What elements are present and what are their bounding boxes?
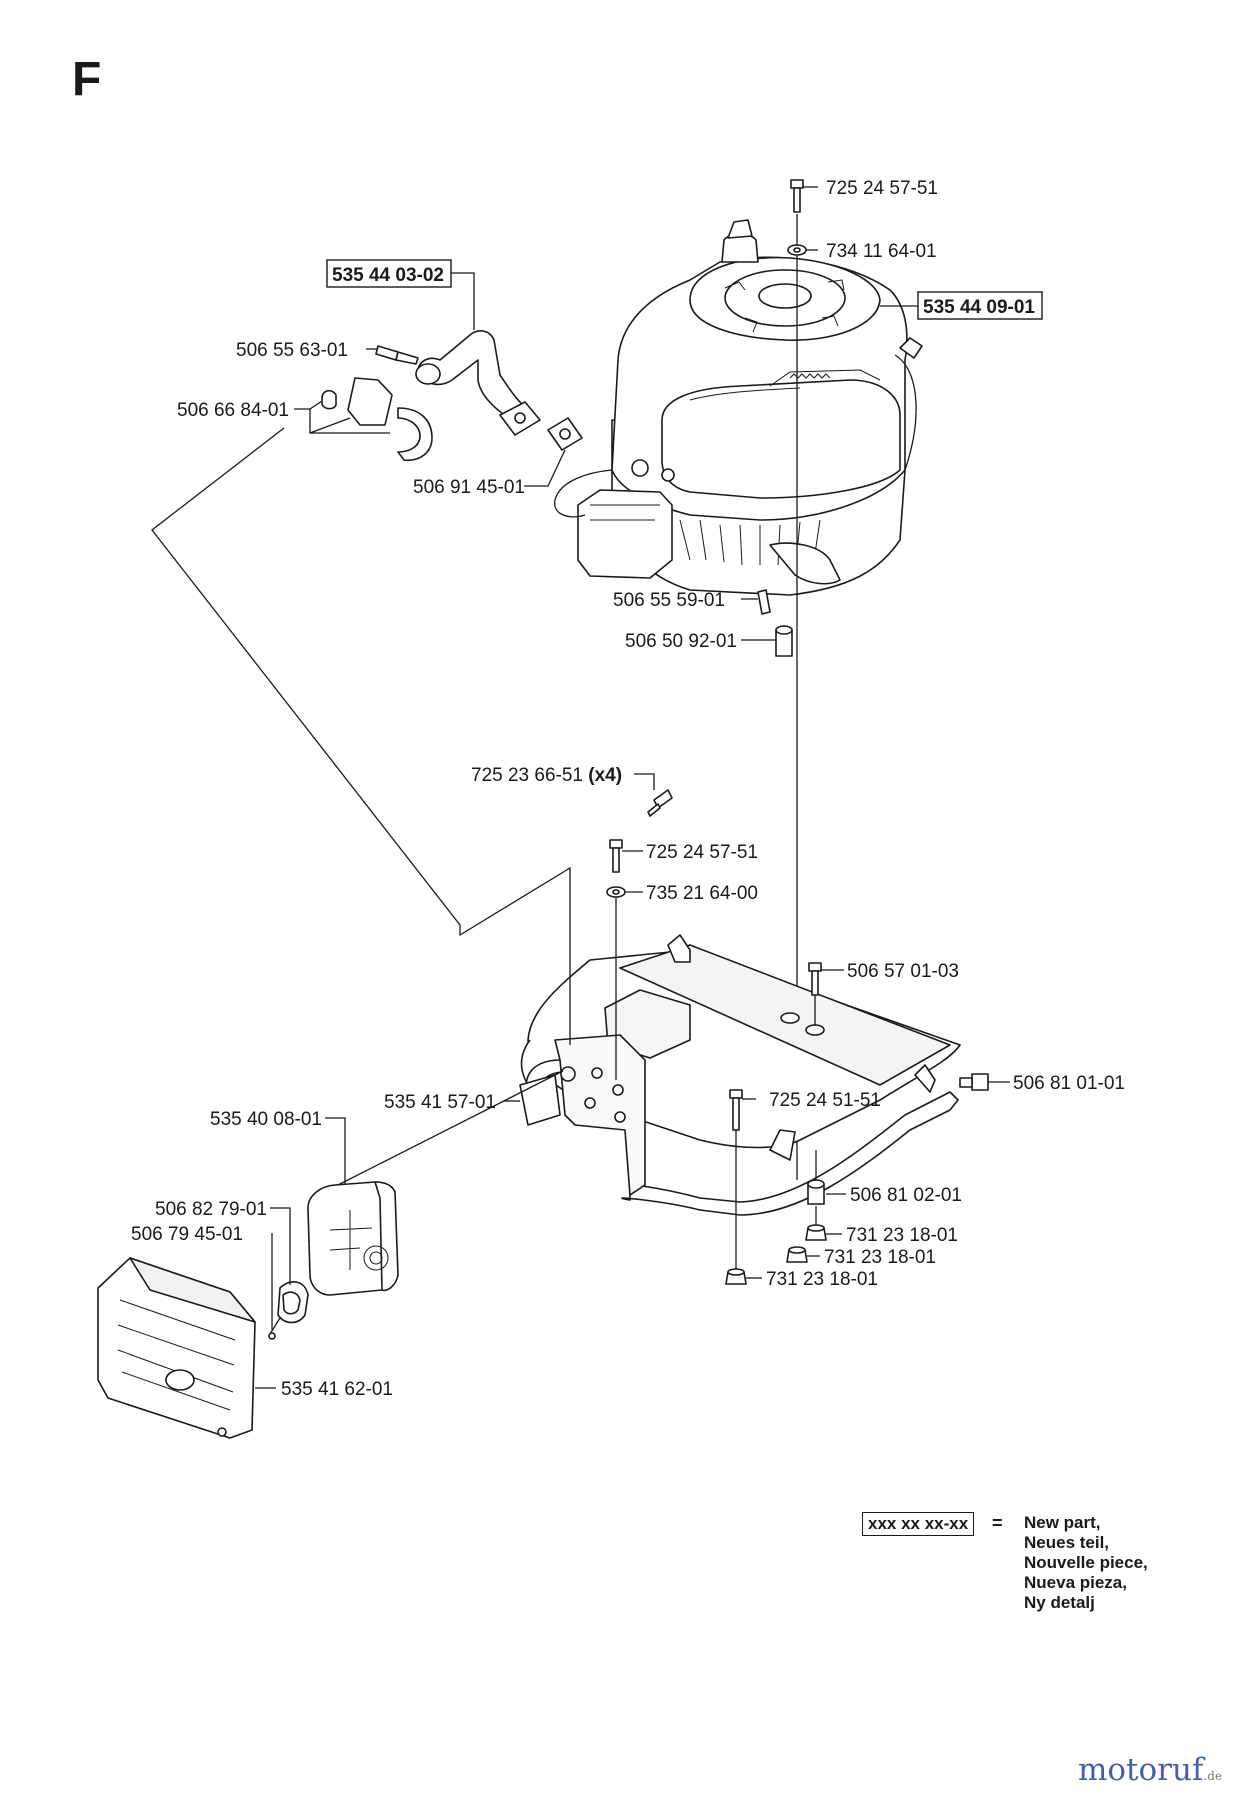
label-bushing: 506 81 02-01 bbox=[850, 1185, 962, 1206]
nut-b-illustration[interactable] bbox=[786, 1246, 808, 1263]
exhaust-pipe-label-box bbox=[326, 259, 452, 288]
watermark-logo: motoruf.de bbox=[1078, 1752, 1222, 1788]
legend-line: Ny detalj bbox=[1024, 1593, 1095, 1612]
legend-text: New part, Neues teil, Nouvelle piece, Nu… bbox=[1024, 1513, 1148, 1613]
muffler-guard-illustration[interactable] bbox=[97, 1257, 256, 1439]
label-screw-x4-qty: (x4) bbox=[588, 765, 622, 786]
watermark-suffix: .de bbox=[1203, 1769, 1223, 1783]
nut-a-illustration[interactable] bbox=[805, 1224, 827, 1241]
label-washer-mid: 735 21 64-00 bbox=[646, 883, 758, 904]
exhaust-pipe-illustration[interactable] bbox=[415, 330, 583, 451]
legend-equals: = bbox=[992, 1513, 1003, 1533]
label-muffler-guard: 535 41 62-01 bbox=[281, 1379, 393, 1400]
clamp-set-illustration[interactable] bbox=[321, 377, 433, 462]
bolt-low-illustration[interactable] bbox=[729, 1089, 743, 1131]
pipe-bolt-illustration[interactable] bbox=[375, 345, 419, 365]
label-muffler: 535 40 08-01 bbox=[210, 1109, 322, 1130]
legend-line: Nouvelle piece, bbox=[1024, 1553, 1148, 1572]
label-nut-c: 731 23 18-01 bbox=[766, 1269, 878, 1290]
label-deflector: 506 82 79-01 bbox=[155, 1199, 267, 1220]
legend-line: New part, bbox=[1024, 1513, 1101, 1532]
label-bolt-low: 725 24 51-51 bbox=[769, 1090, 881, 1111]
frame-pin-illustration[interactable] bbox=[959, 1073, 989, 1091]
engine-illustration[interactable] bbox=[554, 219, 923, 596]
label-bolt-top: 725 24 57-51 bbox=[826, 178, 938, 199]
label-gasket: 506 91 45-01 bbox=[413, 477, 525, 498]
label-frame-pin: 506 81 01-01 bbox=[1013, 1073, 1125, 1094]
label-screw-x4: 725 23 66-51 (x4) bbox=[471, 765, 622, 786]
bolt-mid-illustration[interactable] bbox=[609, 839, 623, 873]
engine-label-box bbox=[917, 291, 1043, 320]
washer-mid-illustration[interactable] bbox=[606, 886, 626, 898]
section-letter: F bbox=[72, 53, 102, 106]
label-clamp-set: 506 66 84-01 bbox=[177, 400, 289, 421]
bolt-frame-illustration[interactable] bbox=[808, 962, 822, 996]
legend-line: Neues teil, bbox=[1024, 1533, 1110, 1552]
legend-code-box: xxx xx xx-xx bbox=[862, 1512, 975, 1536]
muffler-illustration[interactable] bbox=[307, 1181, 399, 1296]
label-key: 506 55 59-01 bbox=[613, 590, 725, 611]
label-bolt-frame: 506 57 01-03 bbox=[847, 961, 959, 982]
bolt-top-illustration[interactable] bbox=[790, 179, 804, 213]
label-engine: 535 44 09-01 bbox=[923, 297, 1035, 318]
label-nut-b: 731 23 18-01 bbox=[824, 1247, 936, 1268]
deflector-illustration[interactable] bbox=[277, 1281, 309, 1324]
leader-lines bbox=[255, 186, 1010, 1389]
nut-c-illustration[interactable] bbox=[725, 1268, 747, 1285]
label-screw-small: 506 79 45-01 bbox=[131, 1224, 243, 1245]
label-pipe-bolt: 506 55 63-01 bbox=[236, 340, 348, 361]
bushing-illustration[interactable] bbox=[807, 1179, 825, 1205]
screw-x4-illustration[interactable] bbox=[647, 789, 673, 817]
spacer-illustration[interactable] bbox=[775, 625, 793, 657]
label-bracket: 535 41 57-01 bbox=[384, 1092, 496, 1113]
key-illustration[interactable] bbox=[757, 589, 771, 615]
legend: xxx xx xx-xx = New part, Neues teil, Nou… bbox=[862, 1512, 1192, 1662]
label-spacer: 506 50 92-01 bbox=[625, 631, 737, 652]
watermark-name: motoruf bbox=[1078, 1752, 1204, 1788]
label-bolt-mid: 725 24 57-51 bbox=[646, 842, 758, 863]
label-exhaust-pipe: 535 44 03-02 bbox=[332, 265, 444, 286]
label-washer-top: 734 11 64-01 bbox=[826, 241, 937, 262]
screw-small-illustration[interactable] bbox=[268, 1332, 276, 1340]
legend-line: Nueva pieza, bbox=[1024, 1573, 1127, 1592]
washer-top-illustration[interactable] bbox=[787, 244, 807, 256]
label-nut-a: 731 23 18-01 bbox=[846, 1225, 958, 1246]
label-screw-x4-number: 725 23 66-51 bbox=[471, 765, 583, 786]
